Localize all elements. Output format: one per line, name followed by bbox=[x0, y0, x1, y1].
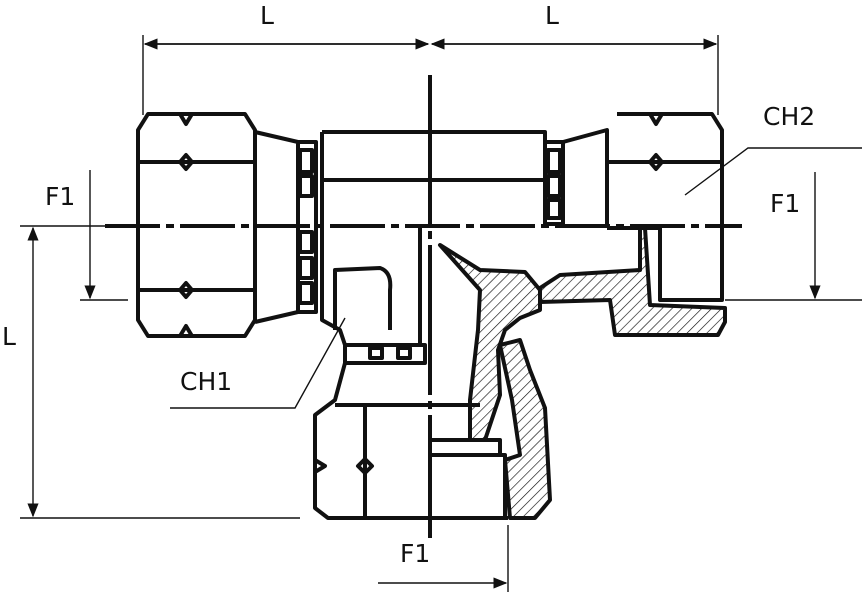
ch2-leader bbox=[684, 147, 862, 196]
section-cutaway bbox=[438, 243, 552, 520]
dimension-f1-left bbox=[75, 170, 128, 301]
dim-label-f1-bottom: F1 bbox=[400, 539, 430, 568]
label-ch2: CH2 bbox=[763, 102, 815, 131]
bottom-swivel-nut bbox=[313, 362, 508, 520]
dimension-l-left bbox=[20, 225, 300, 519]
left-swivel-nut bbox=[136, 112, 318, 338]
dimension-f1-right bbox=[725, 172, 862, 301]
dim-label-l-top-right: L bbox=[545, 1, 559, 30]
dimension-f1-bottom bbox=[378, 525, 509, 592]
ch1-leader bbox=[170, 317, 346, 409]
label-ch1: CH1 bbox=[180, 367, 232, 396]
right-swivel-nut bbox=[538, 112, 727, 337]
tee-body bbox=[320, 130, 547, 365]
dimension-top bbox=[142, 35, 719, 115]
dim-label-l-left: L bbox=[2, 322, 16, 351]
dim-label-f1-left: F1 bbox=[45, 182, 75, 211]
dim-label-l-top-left: L bbox=[260, 1, 274, 30]
dim-label-f1-right: F1 bbox=[770, 189, 800, 218]
